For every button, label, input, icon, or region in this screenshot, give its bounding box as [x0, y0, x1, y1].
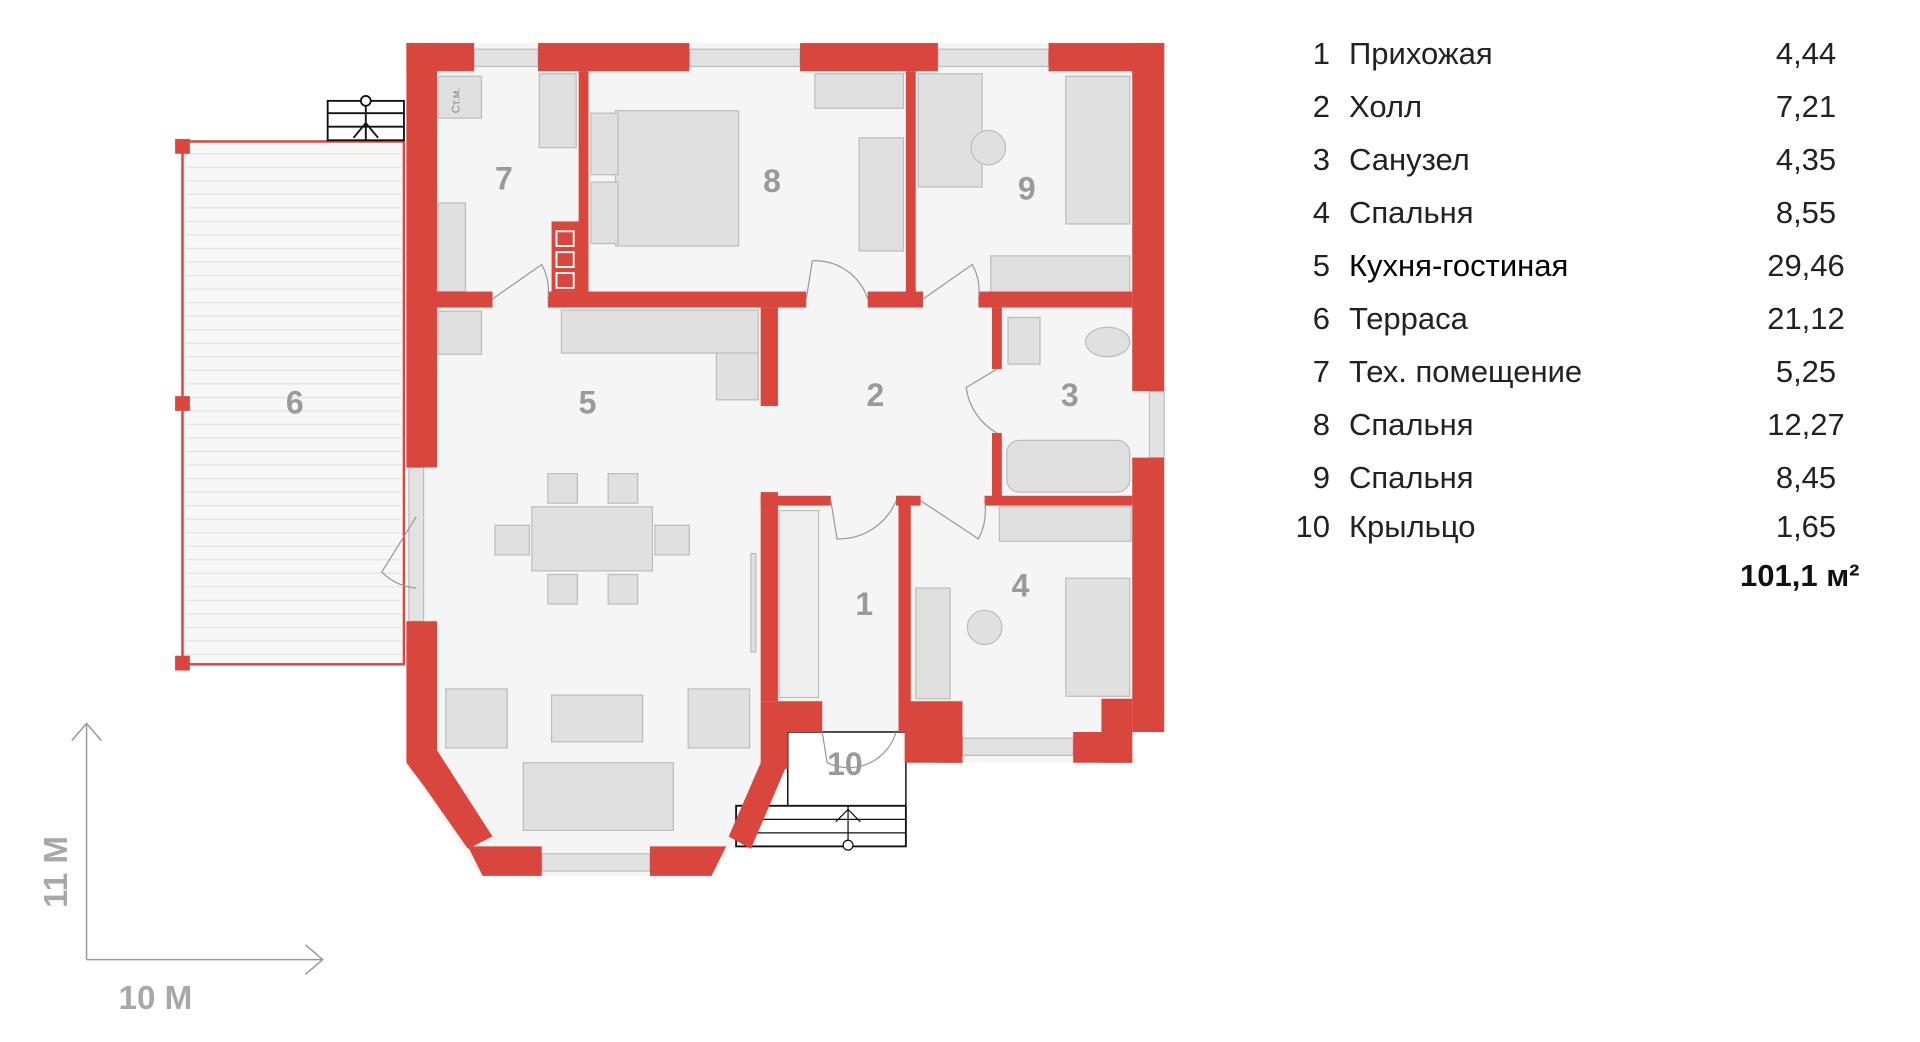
legend-row: 6 Терраса 21,12 — [1290, 299, 1890, 339]
room-number: 6 — [1312, 301, 1330, 336]
scale-axes — [71, 722, 324, 975]
room-area: 29,46 — [1767, 248, 1845, 283]
room-label-6: 6 — [286, 384, 304, 420]
terrace — [175, 139, 406, 671]
room-number: 4 — [1312, 195, 1330, 230]
room-name: Спальня — [1349, 195, 1474, 230]
scale-height-label: 11 М — [38, 836, 75, 908]
walls — [406, 43, 1165, 876]
room-name: Спальня — [1349, 407, 1474, 442]
room-label-9: 9 — [1018, 170, 1036, 206]
bathtub — [1006, 439, 1131, 493]
room-area: 8,45 — [1775, 460, 1837, 495]
room-area: 7,21 — [1775, 89, 1837, 124]
room-area: 12,27 — [1767, 407, 1845, 442]
room-label-7: 7 — [495, 160, 513, 196]
room-name: Санузел — [1349, 142, 1470, 177]
room-name: Крыльцо — [1349, 509, 1476, 544]
legend-row: 10 Крыльцо 1,65 — [1290, 507, 1890, 547]
room-label-4: 4 — [1012, 568, 1030, 604]
doors — [381, 260, 998, 769]
storage-label: Ст.м. — [450, 88, 462, 114]
legend-row: 7 Тех. помещение 5,25 — [1290, 352, 1890, 392]
room-area: 4,44 — [1775, 36, 1837, 71]
room-area: 4,35 — [1775, 142, 1837, 177]
total-area: 101,1 м² — [1740, 558, 1860, 593]
room-number: 3 — [1312, 142, 1330, 177]
legend-row: 1 Прихожая 4,44 — [1290, 34, 1890, 74]
double-bed — [614, 110, 740, 247]
legend-row: 5 Кухня-гостиная 29,46 — [1290, 246, 1890, 286]
scale-width-label: 10 М — [119, 980, 193, 1017]
room-label-1: 1 — [855, 586, 873, 622]
room-area: 1,65 — [1775, 509, 1837, 544]
terrace-post — [175, 139, 190, 154]
legend-row: 3 Санузел 4,35 — [1290, 140, 1890, 180]
dining-table — [531, 506, 654, 572]
room-number: 7 — [1312, 354, 1330, 389]
single-bed — [1065, 75, 1131, 225]
room-label-10: 10 — [827, 746, 863, 782]
room-number: 9 — [1312, 460, 1330, 495]
room-number: 2 — [1312, 89, 1330, 124]
legend-row: 8 Спальня 12,27 — [1290, 405, 1890, 445]
furniture — [437, 73, 1132, 832]
room-label-3: 3 — [1061, 377, 1079, 413]
legend-row: 4 Спальня 8,55 — [1290, 193, 1890, 233]
room-name: Терраса — [1349, 301, 1468, 336]
terrace-steps — [326, 95, 405, 142]
room-number: 10 — [1295, 509, 1330, 544]
sofa — [522, 762, 674, 832]
room-name: Холл — [1349, 89, 1423, 124]
house-floor — [406, 43, 1165, 876]
room-name: Кухня-гостиная — [1349, 248, 1569, 283]
room-number: 1 — [1312, 36, 1330, 71]
room-number: 5 — [1312, 248, 1330, 283]
legend-row: 2 Холл 7,21 — [1290, 87, 1890, 127]
room-area: 8,55 — [1775, 195, 1837, 230]
legend-row: 9 Спальня 8,45 — [1290, 458, 1890, 498]
room-label-2: 2 — [867, 377, 885, 413]
room-label-8: 8 — [763, 163, 781, 199]
room-name: Спальня — [1349, 460, 1474, 495]
room-labels: 1 2 3 4 5 6 7 8 9 10 Ст.м. — [286, 88, 1079, 782]
terrace-post — [175, 655, 190, 671]
room-area: 21,12 — [1767, 301, 1845, 336]
room-area: 5,25 — [1775, 354, 1837, 389]
terrace-post — [175, 396, 190, 411]
room-name: Прихожая — [1349, 36, 1493, 71]
room-label-5: 5 — [579, 384, 597, 420]
room-name: Тех. помещение — [1349, 354, 1583, 389]
room-number: 8 — [1312, 407, 1330, 442]
